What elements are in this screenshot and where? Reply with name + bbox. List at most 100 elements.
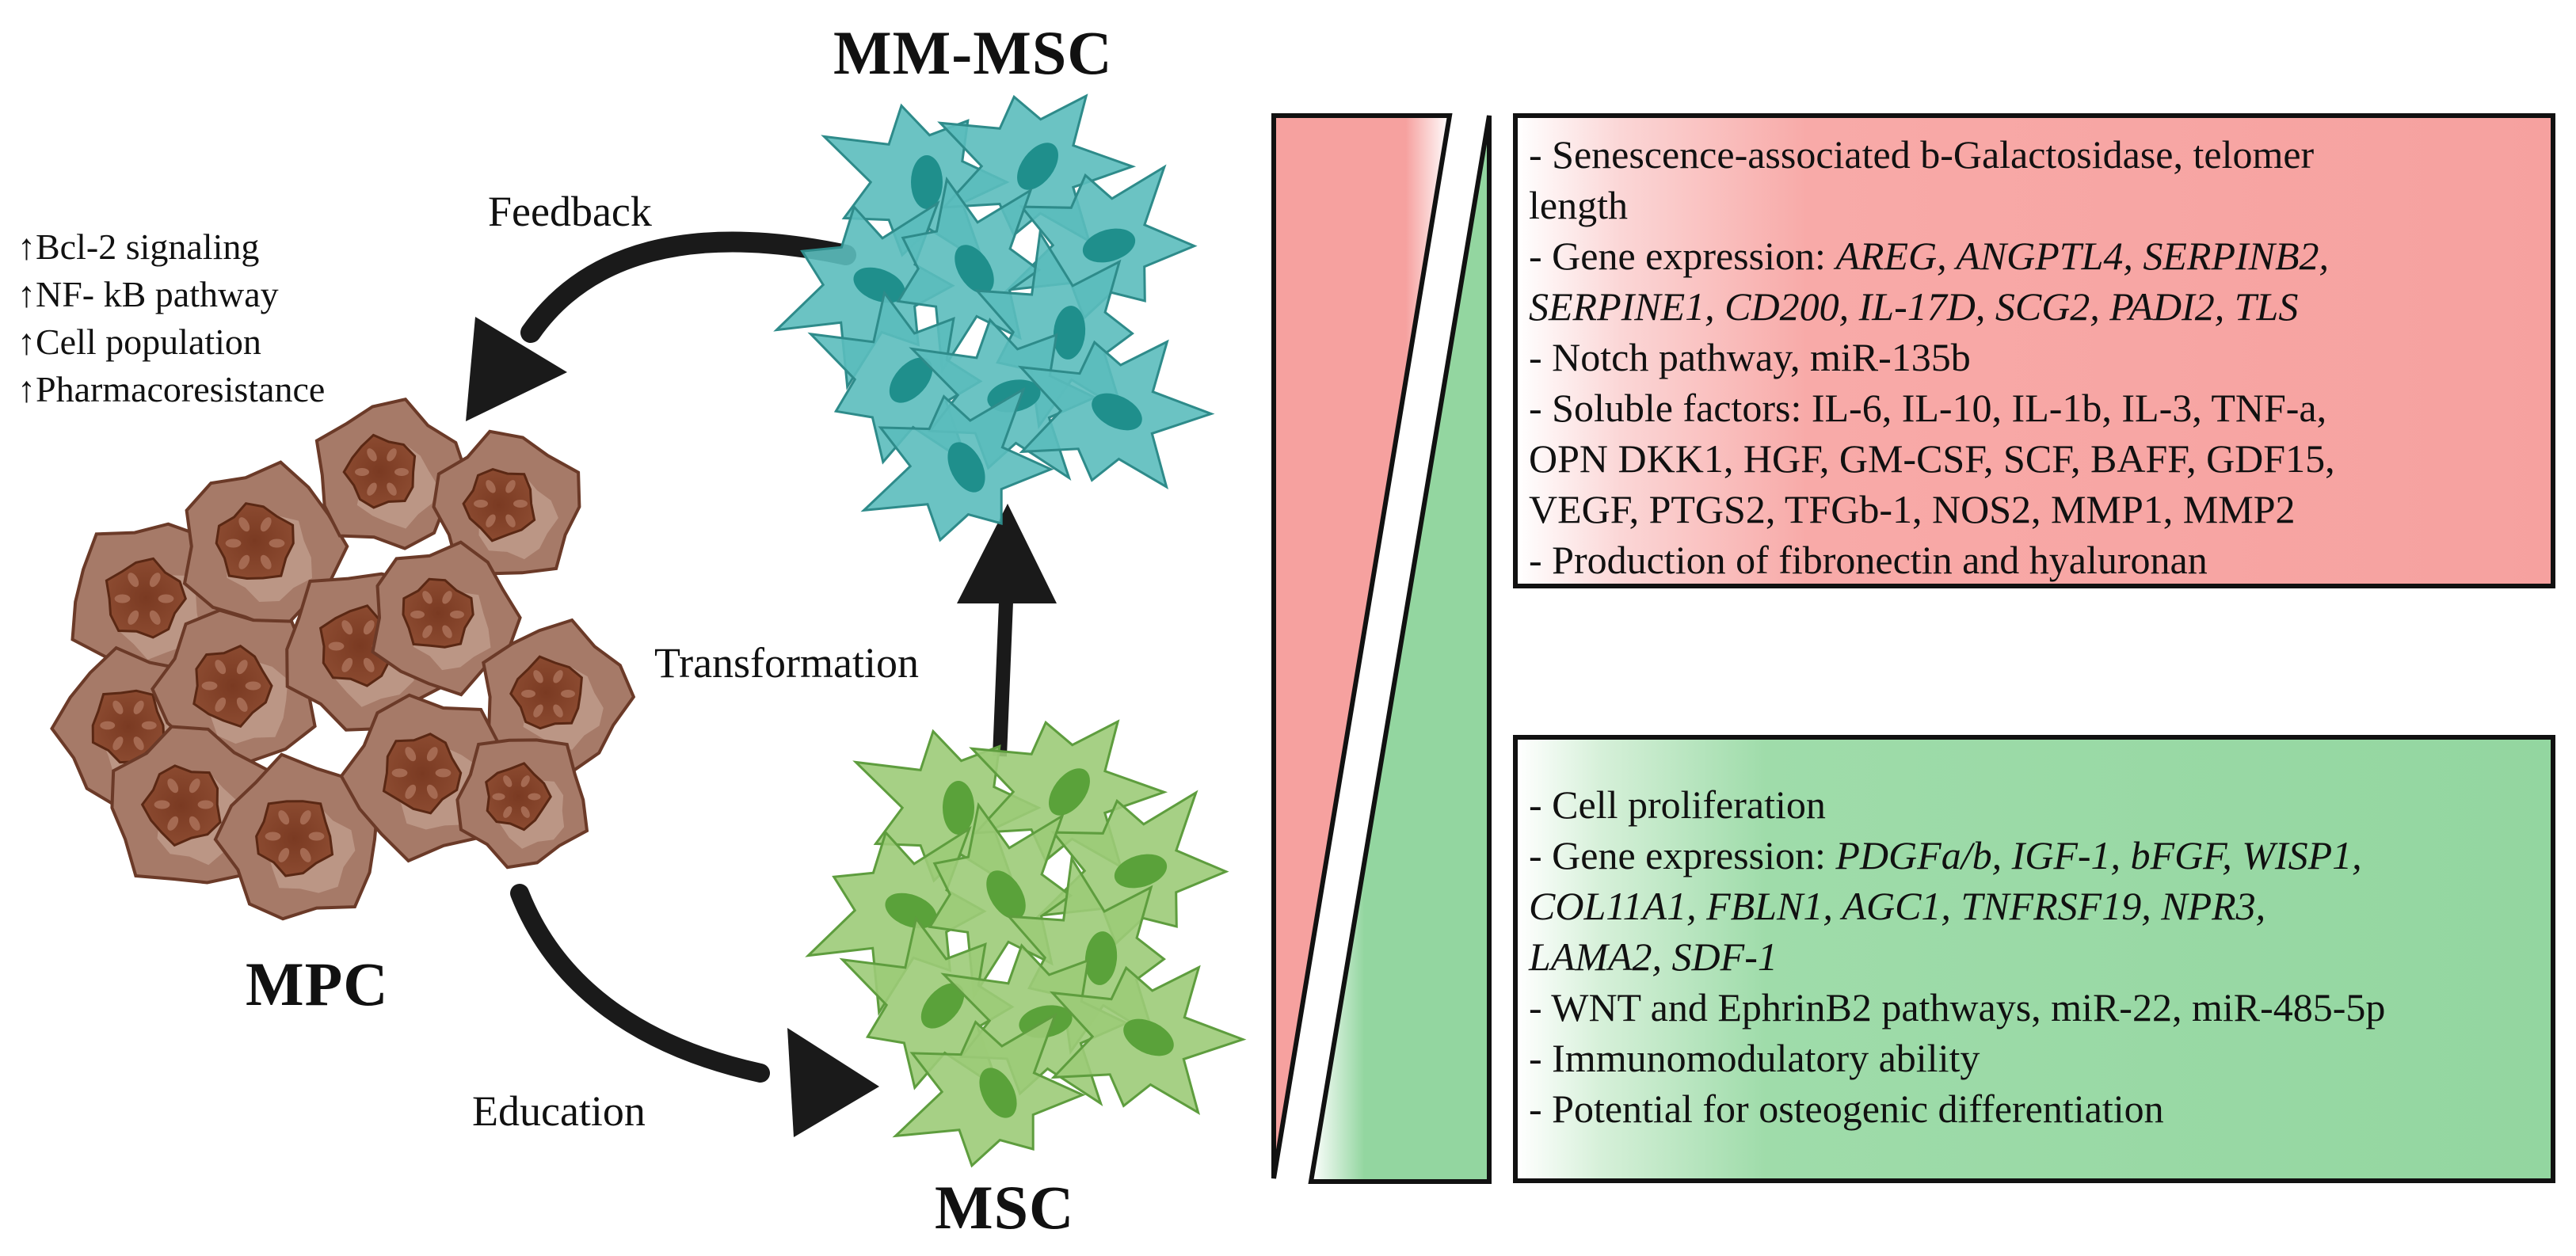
chromatin-mark	[112, 700, 124, 714]
chromatin-mark	[520, 775, 530, 787]
chromatin-mark	[405, 784, 417, 799]
chromatin-mark	[503, 775, 513, 787]
chromatin-mark	[505, 480, 516, 493]
cell-nucleus	[1123, 1018, 1174, 1056]
effect-item: ↑Cell population	[17, 322, 261, 362]
chromatin-mark	[238, 517, 250, 532]
cell-nucleus	[1084, 931, 1118, 985]
cell-nucleus	[1082, 228, 1136, 263]
education-arrow	[510, 884, 879, 1137]
chromatin-mark	[486, 480, 496, 493]
feature-line: - Potential for osteogenic differentiati…	[1529, 1087, 2164, 1131]
feature-line: length	[1529, 183, 1628, 227]
chromatin-mark	[442, 591, 452, 604]
chromatin-mark	[265, 832, 281, 841]
chromatin-mark	[561, 690, 575, 698]
chromatin-mark	[215, 660, 227, 675]
chromatin-mark	[533, 670, 543, 683]
chromatin-mark	[363, 620, 375, 635]
feature-line: - Senescence-associated b-Galactosidase,…	[1529, 132, 2315, 177]
chromatin-mark	[474, 500, 488, 508]
chromatin-mark	[201, 681, 218, 691]
chromatin-mark	[197, 800, 214, 809]
cell-nucleus	[955, 245, 994, 294]
cell-nucleus	[979, 1068, 1017, 1118]
chromatin-mark	[114, 594, 131, 603]
chromatin-mark	[278, 847, 290, 862]
cell-nucleus	[947, 442, 985, 493]
cell-nucleus	[485, 762, 552, 832]
gene-expression-line: - Gene expression: PDGFa/b, IGF-1, bFGF,…	[1529, 830, 2540, 881]
gene-list: LAMA2, SDF-1	[1529, 934, 1778, 979]
feedback-arrow	[466, 231, 856, 421]
cell-nucleus	[509, 655, 583, 730]
chromatin-mark	[189, 816, 200, 831]
cell-nucleus	[402, 577, 474, 649]
cell-nucleus	[342, 433, 417, 509]
chromatin-mark	[553, 704, 563, 717]
chromatin-mark	[367, 448, 377, 462]
msc-cell-cluster	[805, 719, 1247, 1168]
mm-msc-title: MM-MSC	[833, 18, 1113, 87]
chromatin-mark	[225, 539, 242, 548]
feature-line: - Soluble factors: IL-6, IL-10, IL-1b, I…	[1529, 386, 2327, 430]
cell-nucleus	[889, 357, 933, 403]
chromatin-mark	[328, 641, 345, 651]
effect-item: ↑Pharmacoresistance	[17, 369, 326, 409]
transformation-label: Transformation	[654, 639, 919, 687]
chromatin-mark	[426, 747, 438, 762]
chromatin-mark	[410, 611, 425, 618]
cell-nucleus	[986, 870, 1026, 919]
chromatin-mark	[245, 681, 261, 691]
effect-item: ↑NF- kB pathway	[17, 274, 279, 314]
chromatin-mark	[450, 611, 464, 618]
chromatin-mark	[269, 539, 285, 548]
feature-line: VEGF, PTGS2, TFGb-1, NOS2, MMP1, MMP2	[1529, 487, 2296, 531]
cell-nucleus	[192, 644, 273, 729]
gradient-triangles	[1271, 113, 1492, 1184]
feature-line: - Production of fibronectin and hyaluron…	[1529, 538, 2208, 582]
chromatin-mark	[236, 697, 248, 712]
chromatin-mark	[215, 697, 227, 712]
chromatin-mark	[355, 468, 369, 476]
gene-list: SERPINE1, CD200, IL-17D, SCG2, PADI2, TL…	[1529, 284, 2299, 329]
chromatin-mark	[503, 806, 513, 818]
cell-nucleus	[1092, 393, 1142, 431]
gene-prefix: - Gene expression:	[1529, 234, 1836, 278]
mpc-effects-list: ↑Bcl-2 signaling ↑NF- kB pathway ↑Cell p…	[17, 223, 325, 413]
feature-line: - WNT and EphrinB2 pathways, miR-22, miR…	[1529, 985, 2386, 1030]
gene-list: AREG, ANGPTL4, SERPINB2,	[1835, 234, 2330, 278]
chromatin-mark	[521, 690, 535, 698]
red-triangle	[1271, 113, 1453, 1179]
chromatin-mark	[260, 554, 272, 569]
chromatin-mark	[260, 517, 272, 532]
chromatin-mark	[553, 670, 563, 683]
gene-prefix: - Gene expression:	[1529, 833, 1836, 877]
chromatin-mark	[100, 721, 116, 730]
chromatin-mark	[533, 704, 543, 717]
feature-line: - Immunomodulatory ability	[1529, 1036, 1980, 1080]
gene-list: PDGFa/b, IGF-1, bFGF, WISP1,	[1835, 833, 2362, 877]
chromatin-mark	[112, 736, 124, 751]
cell-nucleus	[1053, 306, 1086, 360]
chromatin-mark	[505, 514, 516, 527]
cell-nucleus	[853, 267, 905, 303]
chromatin-mark	[442, 625, 452, 638]
cell-nucleus	[911, 155, 943, 209]
cell-nucleus	[920, 983, 965, 1029]
feature-line: - Notch pathway, miR-135b	[1529, 335, 1971, 379]
cell-nucleus	[140, 764, 222, 847]
cell-nucleus	[943, 781, 974, 835]
chromatin-mark	[422, 591, 433, 604]
feature-line: - Cell proliferation	[1529, 782, 1826, 827]
chromatin-mark	[278, 810, 290, 825]
feature-line: OPN DKK1, HGF, GM-CSF, SCF, BAFF, GDF15,	[1529, 436, 2335, 481]
green-triangle	[1308, 115, 1492, 1184]
chromatin-mark	[513, 500, 528, 508]
msc-title: MSC	[935, 1173, 1075, 1242]
chromatin-mark	[422, 625, 433, 638]
chromatin-mark	[167, 778, 179, 794]
chromatin-mark	[299, 810, 311, 825]
mpc-cell-cluster	[50, 397, 636, 921]
cell-nucleus	[255, 800, 334, 877]
